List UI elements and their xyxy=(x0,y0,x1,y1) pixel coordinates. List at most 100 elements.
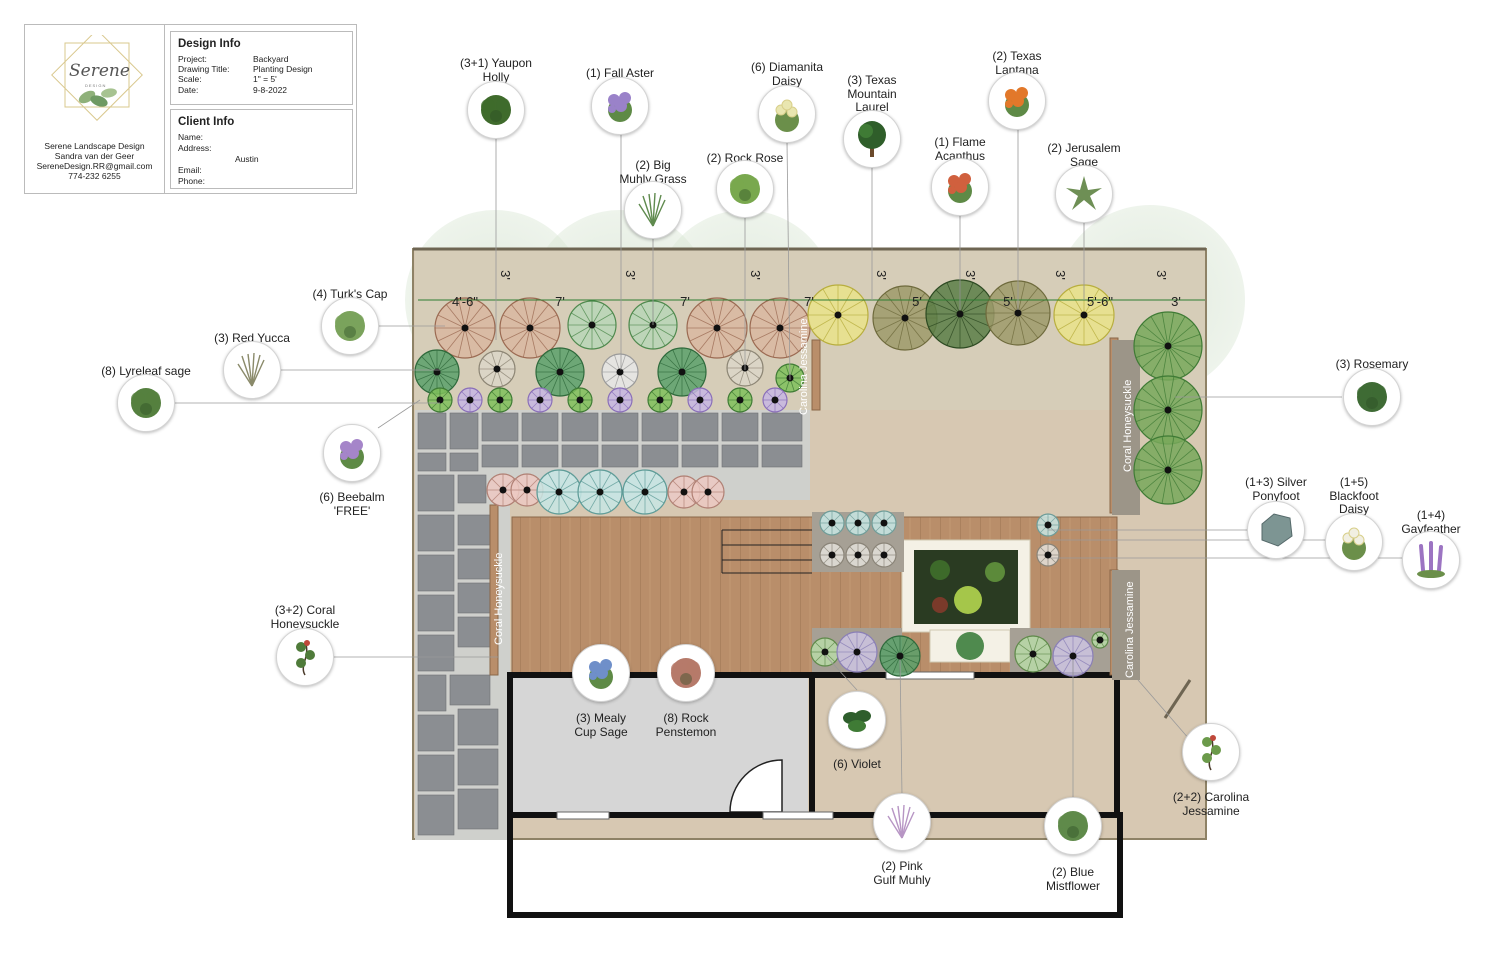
plant-thumbnail-mountain-laurel xyxy=(843,110,901,168)
plant-thumbnail-big-muhly xyxy=(624,181,682,239)
plant-label-line: Cup Sage xyxy=(574,724,628,739)
plant-label-line: Holly xyxy=(482,69,510,84)
flower-icon xyxy=(1005,87,1029,117)
flower-icon xyxy=(340,439,364,469)
logo-text: Serene xyxy=(69,61,130,81)
daisy-icon xyxy=(775,99,799,132)
pond-feature xyxy=(901,539,1031,663)
plant-symbol xyxy=(872,285,938,351)
side-gate xyxy=(1163,679,1192,719)
shrub-icon xyxy=(1058,811,1088,841)
plant-thumbnail-yaupon xyxy=(467,81,525,139)
plant-label-line: (8) Lyreleaf sage xyxy=(101,364,191,378)
design-info-row: Scale:1" = 5' xyxy=(178,74,277,84)
plant-symbol xyxy=(819,542,845,568)
grass-icon xyxy=(237,352,265,387)
plant-symbol xyxy=(727,387,753,413)
company-name: Serene Landscape Design xyxy=(44,141,145,151)
shrub-icon xyxy=(481,95,511,125)
plant-label-line: Ponyfoot xyxy=(1252,488,1300,503)
plant-symbol xyxy=(577,469,623,515)
east-bed xyxy=(1112,340,1140,515)
client-info-box: Client Info Name: Address: Austin Email:… xyxy=(170,109,353,189)
plant-label-line: Penstemon xyxy=(655,724,717,739)
plant-symbol xyxy=(1133,311,1203,381)
design-info-row: Project:Backyard xyxy=(178,54,289,64)
vine-icon xyxy=(1202,735,1221,771)
company-phone: 774-232 6255 xyxy=(68,171,121,181)
plant-symbol xyxy=(871,542,897,568)
plant-thumbnail-diamanita xyxy=(758,85,816,143)
plant-symbol xyxy=(819,510,845,536)
plant-label-rock-rose: (2) Rock Rose xyxy=(665,151,825,166)
plant-symbol xyxy=(1036,543,1060,567)
client-info-row: Address: xyxy=(178,143,212,153)
dimension-label: 3' xyxy=(963,270,978,280)
dimension-label: 7' xyxy=(680,294,690,309)
dimension-label: 7' xyxy=(555,294,565,309)
plant-thumbnail-jerusalem-sage xyxy=(1055,165,1113,223)
dimension-label: 3' xyxy=(748,270,763,280)
plant-symbol xyxy=(535,347,585,397)
plant-symbol xyxy=(691,475,725,509)
plant-symbol xyxy=(567,300,617,350)
dimension-label: 3' xyxy=(1154,270,1169,280)
plant-symbol xyxy=(1133,375,1203,445)
plant-symbol xyxy=(749,297,811,359)
plant-symbol xyxy=(879,635,921,677)
plant-thumbnail-rock-rose xyxy=(716,160,774,218)
design-info-row: Date:9-8-2022 xyxy=(178,85,288,95)
plant-label-line: (2) Pink xyxy=(881,859,923,873)
plant-thumbnail-rosemary xyxy=(1343,368,1401,426)
spike-icon xyxy=(1417,541,1445,578)
plant-symbol xyxy=(810,637,840,667)
plant-thumbnail-beebalm xyxy=(323,424,381,482)
plant-label-line: (2) Blue xyxy=(1051,865,1095,879)
windows xyxy=(556,671,975,820)
plant-label-line: Honeysuckle xyxy=(270,616,340,631)
company-logo xyxy=(51,35,143,121)
plant-label-line: (4) Turk's Cap xyxy=(312,287,388,301)
client-info-row: Austin xyxy=(235,154,259,164)
plant-symbol xyxy=(510,473,544,507)
plant-label-gayfeather: (1+4)Gayfeather xyxy=(1351,508,1497,536)
company-info: Serene Landscape Design Sandra van der G… xyxy=(25,141,164,181)
plant-symbol xyxy=(1036,513,1060,537)
plant-symbol xyxy=(647,387,673,413)
grass-icon xyxy=(638,192,666,227)
plant-symbol xyxy=(457,387,483,413)
plant-symbol xyxy=(845,510,871,536)
deck-steps xyxy=(721,529,812,574)
plant-label-line: Daisy xyxy=(771,73,802,88)
design-info-row: Drawing Title:Planting Design xyxy=(178,64,313,74)
plant-label-line: 'FREE' xyxy=(333,503,371,518)
plant-symbol xyxy=(487,387,513,413)
flower-icon xyxy=(608,92,632,122)
plant-symbol xyxy=(434,297,496,359)
plant-symbol xyxy=(1014,635,1052,673)
plant-label-line: Daisy xyxy=(1338,502,1369,516)
plant-label-line: (6) Violet xyxy=(833,757,881,771)
logo-subtext: DESIGN xyxy=(85,83,107,88)
plant-label-line: Mistflower xyxy=(1045,878,1100,893)
plant-thumbnail-lyreleaf xyxy=(117,374,175,432)
stone-icon xyxy=(1261,513,1293,547)
plant-thumbnail-red-yucca xyxy=(223,341,281,399)
paver-stones xyxy=(417,412,803,836)
plant-symbol xyxy=(925,279,995,349)
plant-label-line: Gayfeather xyxy=(1401,521,1461,536)
plant-label-line: (1+4) xyxy=(1416,508,1446,522)
plant-symbol xyxy=(601,353,639,391)
plant-label-line: (2+2) Carolina xyxy=(1172,790,1250,804)
plant-label-line: (3) Rosemary xyxy=(1335,357,1409,371)
dimension-label: 7' xyxy=(804,294,814,309)
plant-symbol xyxy=(427,387,453,413)
plant-label-lyreleaf: (8) Lyreleaf sage xyxy=(66,364,226,379)
